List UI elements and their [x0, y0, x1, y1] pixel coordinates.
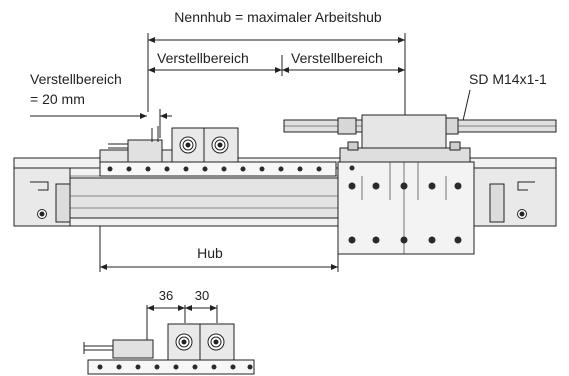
left-end-cap	[30, 181, 49, 219]
dim-36-label: 36	[159, 288, 173, 303]
detail-view	[83, 305, 255, 375]
nennhub-dimension	[147, 33, 406, 118]
hub-label: Hub	[197, 245, 223, 261]
slot-dots	[107, 166, 322, 172]
carriage	[283, 114, 557, 255]
verstellbereich-20mm-dimension	[30, 109, 172, 138]
mounting-slot-strip	[99, 161, 337, 177]
hub-dimension	[99, 226, 339, 272]
verstellbereich-left-label: Verstellbereich	[157, 50, 249, 66]
nennhub-label: Nennhub = maximaler Arbeitshub	[174, 9, 382, 25]
sensor-leader-line	[461, 89, 471, 126]
verstellbereich-dimension	[148, 55, 405, 76]
left-stop-block	[99, 126, 239, 163]
verstellbereich-right-label: Verstellbereich	[291, 50, 383, 66]
sensor-thread-label: SD M14x1-1	[469, 71, 547, 87]
carriage-mounting-holes	[348, 165, 462, 244]
verstellbereich-side-label-line2: = 20 mm	[30, 91, 85, 107]
right-end-cap	[517, 181, 535, 219]
dim-30-label: 30	[195, 288, 209, 303]
verstellbereich-side-label-line1: Verstellbereich	[30, 71, 122, 87]
detail-slot-dots	[97, 364, 253, 370]
